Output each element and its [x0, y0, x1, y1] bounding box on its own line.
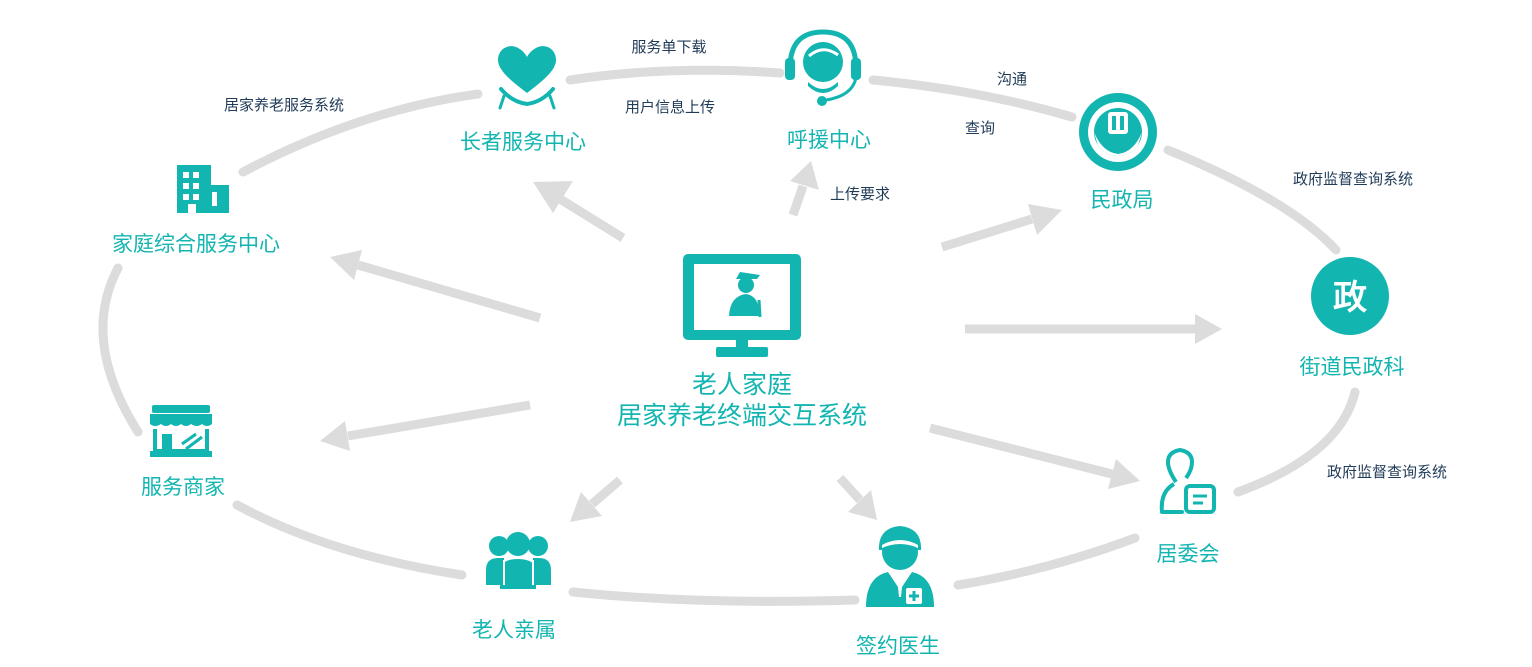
edge-label-upload-request: 上传要求: [829, 185, 891, 203]
elder-monitor-icon: [683, 254, 801, 357]
center-arrows: [320, 161, 1222, 522]
family-group-icon: [486, 532, 551, 589]
node-label-residents-committee: 居委会: [1156, 542, 1220, 566]
headset-operator-icon: [785, 29, 861, 106]
node-label-civil-affairs-bureau: 民政局: [1090, 188, 1154, 212]
doctor-icon: [866, 526, 934, 607]
node-label-street-office: 街道民政科: [1299, 355, 1405, 379]
arrow-to-committee: [928, 423, 1140, 489]
edge-label-home-care-system: 居家养老服务系统: [223, 96, 345, 114]
building-icon: [177, 165, 229, 213]
connector-bureau-street: [1163, 145, 1341, 255]
node-label-elder-relatives: 老人亲属: [472, 618, 556, 642]
arrow-to-call-center: [788, 161, 819, 217]
edge-label-query: 查询: [964, 119, 996, 137]
node-label-contract-doctor: 签约医生: [856, 634, 940, 658]
arrow-to-bureau: [940, 204, 1062, 252]
arrow-to-relatives: [570, 476, 623, 522]
center-title-line2: 居家养老终端交互系统: [616, 401, 868, 430]
edge-label-gov-supervision-top: 政府监督查询系统: [1292, 170, 1414, 188]
connector-relatives-merchant: [232, 500, 467, 580]
edge-label-communicate: 沟通: [996, 70, 1028, 88]
connector-call-bureau: [868, 75, 1077, 122]
arrow-to-merchant: [320, 400, 531, 451]
node-label-service-merchant: 服务商家: [141, 475, 225, 499]
node-label-elder-service: 长者服务中心: [460, 130, 586, 154]
edge-label-gov-supervision-bottom: 政府监督查询系统: [1326, 463, 1448, 481]
arrow-to-street-office: [965, 314, 1222, 344]
connector-committee-doctor: [953, 533, 1140, 590]
node-label-family-service-center: 家庭综合服务中心: [112, 232, 280, 256]
center-title: 老人家庭 居家养老终端交互系统: [617, 369, 867, 431]
arrow-to-family-center: [330, 250, 542, 323]
connector-elder-call: [565, 65, 785, 85]
gov-badge-icon: 政: [1311, 257, 1389, 335]
edge-label-order-download: 服务单下载: [631, 38, 707, 56]
connector-doctor-relatives: [568, 587, 860, 606]
arrow-to-elder-service: [533, 181, 626, 242]
connector-merchant-family: [98, 263, 143, 437]
arrow-to-doctor: [836, 474, 877, 520]
center-title-line1: 老人家庭: [691, 370, 793, 399]
person-id-icon: [1159, 448, 1216, 514]
civil-affairs-emblem-icon: [1079, 93, 1157, 171]
storefront-icon: [150, 405, 212, 457]
heart-hands-icon: [498, 46, 556, 110]
ring-connectors: [98, 65, 1360, 606]
edge-label-user-info-upload: 用户信息上传: [624, 98, 716, 116]
connector-family-elder: [238, 89, 483, 177]
gov-badge-glyph: 政: [1333, 278, 1367, 318]
node-label-call-center: 呼援中心: [787, 128, 871, 152]
connector-street-committee: [1233, 387, 1360, 497]
